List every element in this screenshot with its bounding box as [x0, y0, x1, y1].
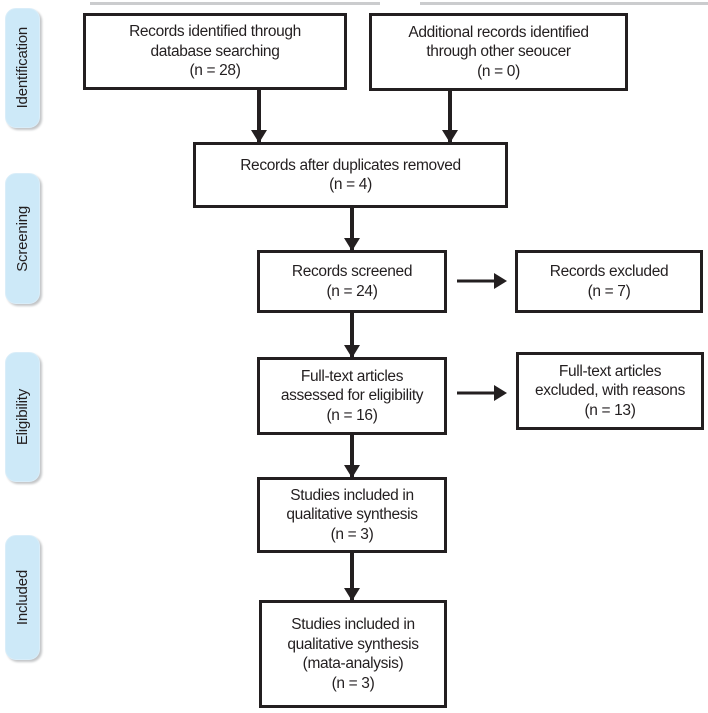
- box-fulltext-excluded-text: Full-text articles excluded, with reason…: [535, 362, 685, 419]
- stage-pill-screening: Screening: [5, 173, 40, 304]
- stage-label-identification: Identification: [14, 27, 31, 109]
- box-fulltext-assessed: Full-text articles assessed for eligibil…: [257, 357, 447, 435]
- box-records-identified-text: Records identified through database sear…: [129, 23, 301, 80]
- box-fulltext-assessed-text: Full-text articles assessed for eligibil…: [280, 367, 424, 424]
- box-records-screened-text: Records screened (n = 24): [291, 263, 413, 300]
- arrow-duplicates-to-screened: [350, 208, 354, 250]
- crop-artifact-line-left: [90, 2, 380, 5]
- box-duplicates-removed: Records after duplicates removed (n = 4): [193, 142, 508, 208]
- box-additional-records-text: Additional records identified through ot…: [408, 23, 589, 80]
- stage-label-screening: Screening: [14, 205, 31, 272]
- box-records-screened: Records screened (n = 24): [257, 250, 447, 313]
- stage-label-included: Included: [14, 569, 31, 626]
- stage-label-eligibility: Eligibility: [14, 388, 31, 446]
- stage-pill-eligibility: Eligibility: [5, 352, 40, 482]
- stage-pill-identification: Identification: [5, 8, 40, 128]
- box-records-excluded: Records excluded (n = 7): [515, 250, 703, 313]
- arrow-additional-to-duplicates: [448, 91, 452, 142]
- arrow-screened-to-excluded: [457, 273, 505, 289]
- arrow-fulltext-to-fulltext-excluded: [457, 385, 505, 401]
- box-meta-analysis-text: Studies included in qualitative synthesi…: [287, 616, 419, 692]
- crop-artifact-line-right: [420, 2, 708, 5]
- box-meta-analysis: Studies included in qualitative synthesi…: [259, 600, 447, 708]
- box-records-excluded-text: Records excluded (n = 7): [549, 263, 669, 300]
- arrow-screened-to-fulltext: [350, 313, 354, 357]
- arrow-fulltext-to-qualitative: [350, 435, 354, 477]
- arrow-identified-to-duplicates: [257, 90, 261, 142]
- box-qualitative-synthesis-text: Studies included in qualitative synthesi…: [286, 486, 418, 543]
- stage-pill-included: Included: [5, 535, 40, 660]
- box-fulltext-excluded: Full-text articles excluded, with reason…: [516, 352, 704, 430]
- box-duplicates-removed-text: Records after duplicates removed (n = 4): [240, 156, 461, 194]
- box-records-identified: Records identified through database sear…: [83, 13, 347, 90]
- box-qualitative-synthesis: Studies included in qualitative synthesi…: [257, 477, 447, 553]
- box-additional-records: Additional records identified through ot…: [369, 13, 628, 91]
- arrow-qualitative-to-meta: [350, 553, 354, 600]
